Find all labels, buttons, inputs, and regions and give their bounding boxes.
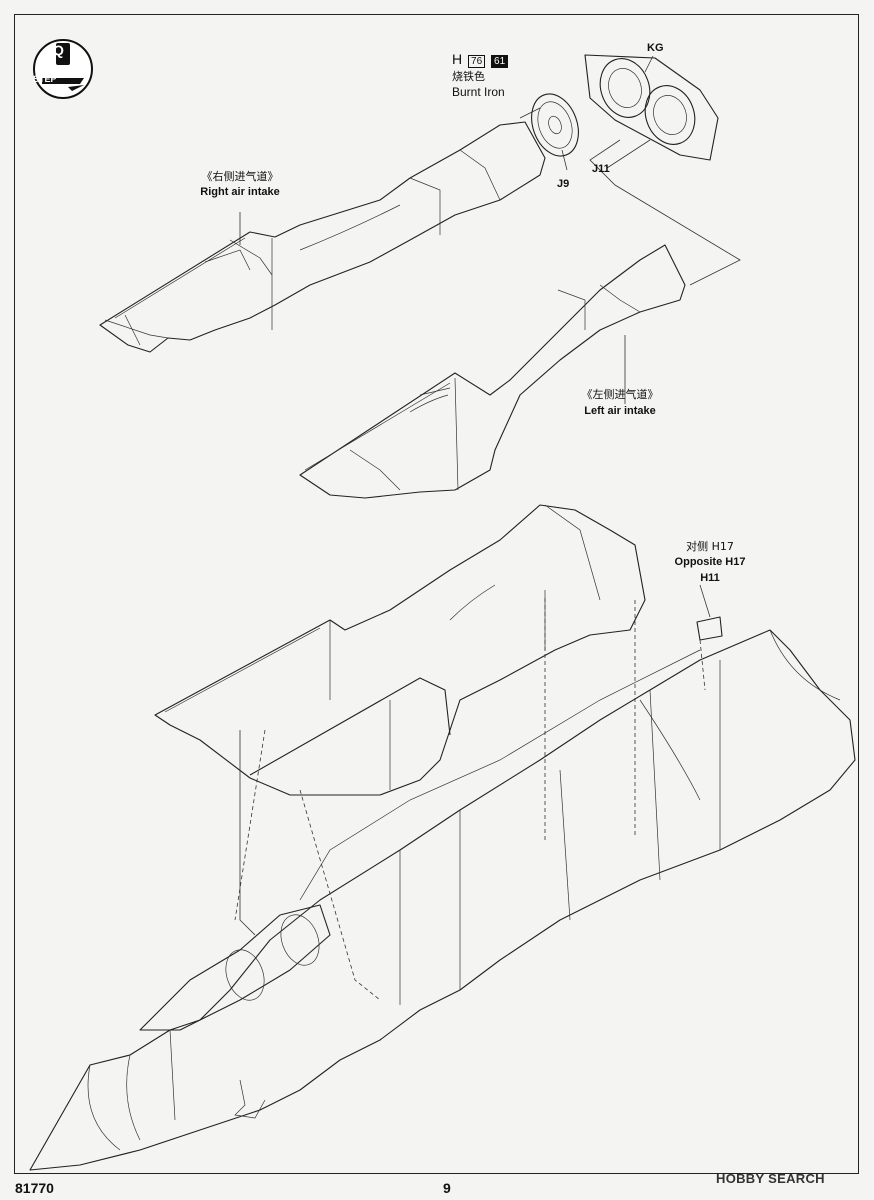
right-intake-label-en: Right air intake bbox=[200, 186, 280, 198]
left-intake-label-en: Left air intake bbox=[584, 405, 656, 417]
watermark: HOBBY SEARCH bbox=[716, 1171, 825, 1186]
part-j11-label: J11 bbox=[592, 163, 610, 175]
part-kg-label: KG bbox=[647, 42, 664, 54]
step-label: STEP bbox=[33, 74, 57, 84]
h11-part bbox=[696, 616, 723, 641]
opposite-label-en: Opposite H17 bbox=[674, 556, 746, 568]
right-air-intake-part bbox=[99, 121, 546, 353]
part-h11-label: H11 bbox=[700, 572, 720, 584]
left-intake-label-cn: 《左侧进气道》 bbox=[581, 388, 659, 401]
part-j9-label: J9 bbox=[557, 178, 570, 190]
fuselage-part bbox=[29, 629, 856, 1171]
paint-code-a: 76 bbox=[468, 55, 486, 68]
intake-assembly bbox=[154, 504, 646, 796]
exhaust-parts bbox=[531, 54, 719, 161]
left-air-intake-part bbox=[299, 244, 686, 499]
step-number: Q bbox=[53, 42, 64, 58]
paint-callout: H 76 61 bbox=[452, 51, 509, 68]
step-badge bbox=[32, 38, 94, 100]
right-intake-label-cn: 《右侧进气道》 bbox=[201, 170, 279, 183]
opposite-label-cn: 对侧 H17 bbox=[686, 540, 734, 553]
page-number: 9 bbox=[443, 1180, 451, 1196]
paint-name-cn: 烧铁色 bbox=[452, 70, 485, 83]
kit-number: 81770 bbox=[15, 1180, 54, 1196]
paint-name-en: Burnt Iron bbox=[452, 85, 505, 99]
page-frame bbox=[14, 14, 859, 1174]
paint-code-b: 61 bbox=[491, 55, 509, 68]
paint-code-letter: H bbox=[452, 51, 463, 67]
